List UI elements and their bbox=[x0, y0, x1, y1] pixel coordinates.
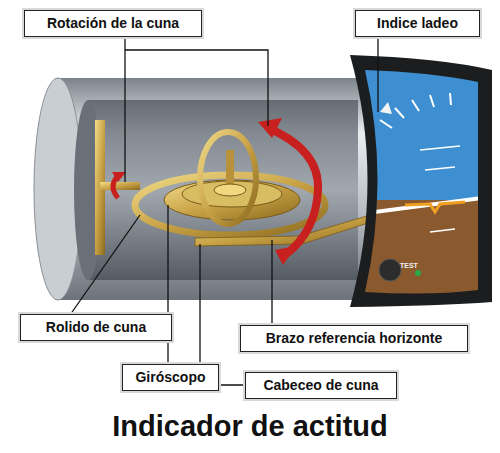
bank-pointer bbox=[380, 102, 392, 114]
arrow-head bbox=[275, 246, 296, 265]
gyro-rotor bbox=[164, 180, 300, 220]
leader-line bbox=[377, 38, 378, 112]
callout-box: Rolido de cuna bbox=[20, 314, 172, 341]
sky-area bbox=[360, 60, 490, 210]
instrument-bezel bbox=[350, 55, 492, 307]
status-light bbox=[415, 270, 421, 276]
horizon-arm bbox=[195, 212, 384, 246]
callout-box: Cabeceo de cuna bbox=[245, 372, 397, 399]
aircraft-symbol bbox=[405, 202, 465, 212]
callout-box: Giróscopo bbox=[122, 364, 219, 391]
leader-line bbox=[70, 215, 140, 315]
callout-box: Brazo referencia horizonte bbox=[240, 325, 468, 352]
horizon-line bbox=[360, 195, 490, 216]
callout-text: Rotación de la cuna bbox=[47, 16, 179, 31]
gimbal-shaft bbox=[100, 182, 140, 190]
case-interior bbox=[88, 100, 358, 280]
callout-text: Rolido de cuna bbox=[46, 320, 146, 335]
leader-line bbox=[124, 36, 125, 182]
gyro-hub bbox=[214, 184, 246, 196]
case-body bbox=[55, 78, 375, 300]
ground-area bbox=[360, 200, 490, 300]
arrow-head bbox=[258, 118, 282, 138]
leader-line bbox=[167, 205, 168, 365]
inner-gimbal-ring bbox=[200, 132, 256, 224]
callout-text: Indice ladeo bbox=[377, 16, 458, 31]
callout-text: Brazo referencia horizonte bbox=[266, 331, 443, 346]
bank-scale bbox=[380, 93, 451, 128]
callout-text: Cabeceo de cuna bbox=[263, 378, 378, 393]
arrow-head bbox=[112, 172, 126, 182]
callout-box: Rotación de la cuna bbox=[24, 10, 202, 37]
diagram-title: Indicador de actitud bbox=[0, 410, 500, 443]
callout-box: Indice ladeo bbox=[355, 10, 480, 37]
pitch-scale bbox=[420, 146, 460, 232]
leader-line bbox=[240, 240, 272, 338]
callout-text: Giróscopo bbox=[135, 370, 205, 385]
button-label: TEST bbox=[400, 262, 418, 269]
leader-line bbox=[125, 50, 268, 126]
gyro-rotor-top bbox=[182, 181, 282, 207]
pitch-arrow bbox=[268, 128, 318, 255]
test-knob bbox=[379, 259, 401, 281]
